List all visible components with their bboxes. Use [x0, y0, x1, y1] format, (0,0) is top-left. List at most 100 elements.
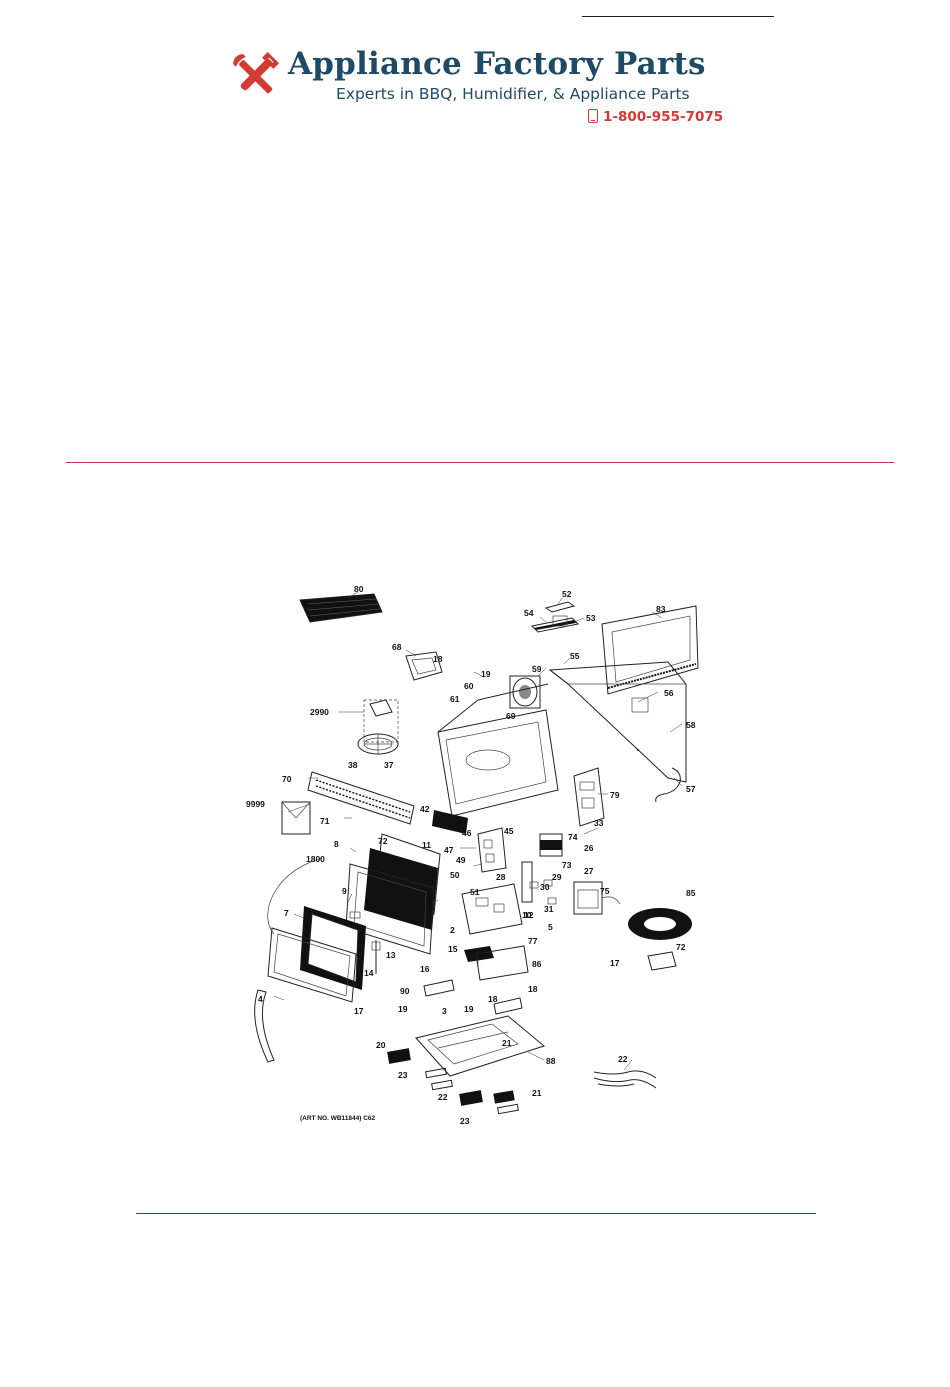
- part-12-13-hv-assembly: [461, 883, 523, 935]
- label-85: 85: [686, 888, 696, 898]
- part-1800-door-assembly: [267, 857, 323, 935]
- label-29a: 29: [552, 872, 562, 882]
- label-49: 49: [456, 855, 466, 865]
- label-77: 5: [548, 922, 553, 932]
- label-33: 33: [594, 818, 604, 828]
- label-19c: 21: [502, 1038, 512, 1048]
- label-9999: 9999: [246, 799, 265, 809]
- label-2: 7: [284, 908, 289, 918]
- part-70-vent-grille: [307, 771, 415, 825]
- label-59: 59: [532, 664, 542, 674]
- label-42: 42: [420, 804, 430, 814]
- label-79: 79: [610, 790, 620, 800]
- label-83: 83: [656, 604, 666, 614]
- part-75-transformer: [573, 881, 621, 915]
- part-22-filter-clip-b: [493, 1090, 515, 1104]
- part-79-control-board: [573, 767, 605, 827]
- label-72b: 17: [610, 958, 620, 968]
- label-16: 18: [528, 984, 538, 994]
- label-69: 69: [506, 711, 516, 721]
- label-22a: 23: [398, 1070, 408, 1080]
- label-54: 54: [524, 608, 534, 618]
- brand-name: Appliance Factory Parts: [288, 46, 706, 82]
- tools-icon: [233, 51, 280, 94]
- label-23a: 22: [438, 1092, 448, 1102]
- part-28-latch: [521, 861, 557, 905]
- part-22-filter-clip-a: [425, 1067, 447, 1079]
- part-2990-37-38-turntable: [357, 699, 399, 755]
- label-50: 50: [450, 870, 460, 880]
- label-30: 30: [540, 882, 550, 892]
- part-9999-manual: [281, 801, 311, 835]
- part-86-plate: [647, 951, 677, 971]
- art-number: (ART NO. WB11844) C62: [300, 1115, 376, 1122]
- label-29b: 12: [524, 910, 534, 920]
- label-26: 26: [584, 843, 594, 853]
- label-9: 9: [342, 886, 347, 896]
- label-21a: 20: [376, 1040, 386, 1050]
- label-1800: 1800: [306, 854, 325, 864]
- part-21-grease-filter-a: [387, 1048, 411, 1064]
- label-6: 13: [386, 950, 396, 960]
- phone-number[interactable]: 1-800-955-7075: [588, 109, 723, 125]
- leader-lines: [273, 591, 683, 1071]
- label-14: 15: [448, 944, 458, 954]
- label-20: 88: [546, 1056, 556, 1066]
- part-80-filter: [299, 593, 383, 623]
- label-31: 31: [544, 904, 554, 914]
- label-37: 37: [384, 760, 394, 770]
- label-60: 60: [464, 681, 474, 691]
- label-18b: 90: [400, 986, 410, 996]
- part-20-bottom-plate: [415, 1015, 546, 1077]
- label-57: 57: [686, 784, 696, 794]
- label-10: 2: [450, 925, 455, 935]
- label-51: 51: [470, 887, 480, 897]
- part-5-7-hinges: [349, 911, 381, 974]
- label-21b: 23: [460, 1116, 470, 1126]
- part-23-filter-holder-a: [431, 1079, 453, 1091]
- label-70: 70: [282, 774, 292, 784]
- part-3-door-handle: [254, 989, 275, 1063]
- label-11: 11: [422, 840, 431, 850]
- label-7: 6: [332, 914, 337, 924]
- label-55: 55: [570, 651, 580, 661]
- brand-tagline: Experts in BBQ, Humidifier, & Appliance …: [336, 85, 690, 103]
- part-21-grease-filter-b: [459, 1090, 483, 1106]
- label-52: 52: [562, 589, 572, 599]
- label-22b: 21: [532, 1088, 542, 1098]
- part-17-bracket-a: [423, 979, 455, 997]
- label-2990: 2990: [310, 707, 329, 717]
- label-18a: 18: [433, 654, 443, 664]
- label-73: 73: [562, 860, 572, 870]
- part-42-grille: [432, 810, 468, 834]
- label-75: 75: [600, 886, 610, 896]
- brand-logo[interactable]: Appliance Factory Parts Experts in BBQ, …: [226, 46, 746, 130]
- label-4: 17: [354, 1006, 364, 1016]
- part-73-magnetron: [539, 833, 563, 857]
- label-53: 53: [586, 613, 596, 623]
- part-10-door-window: [364, 848, 438, 930]
- label-45: 45: [504, 826, 514, 836]
- label-74: 74: [568, 832, 578, 842]
- label-17b: 18: [488, 994, 498, 1004]
- label-15: 86: [532, 959, 542, 969]
- parts-diagram-svg: 80 52 54 53 83 68 18 19 55 59 60 61 56 2…: [246, 584, 699, 1126]
- label-18c: 19: [464, 1004, 474, 1014]
- part-4-outer-door: [267, 927, 357, 1003]
- label-28: 28: [496, 872, 506, 882]
- label-19a: 19: [481, 669, 491, 679]
- section-divider-red: [66, 462, 894, 463]
- part-68-bracket: [405, 651, 443, 681]
- part-number-labels: 80 52 54 53 83 68 18 19 55 59 60 61 56 2…: [246, 584, 696, 1126]
- label-80: 80: [354, 584, 364, 594]
- part-57-cord: [655, 767, 681, 803]
- phone-icon: [588, 109, 598, 123]
- part-2-door-frame: [300, 906, 366, 990]
- label-12: 10: [522, 910, 532, 920]
- label-68: 68: [392, 642, 402, 652]
- cavity-assembly: [437, 683, 559, 817]
- label-17a: 16: [420, 964, 430, 974]
- part-88-wire-harness: [593, 1070, 657, 1089]
- part-9-inner-door: [345, 863, 435, 955]
- part-85-turntable-ring: [628, 908, 692, 940]
